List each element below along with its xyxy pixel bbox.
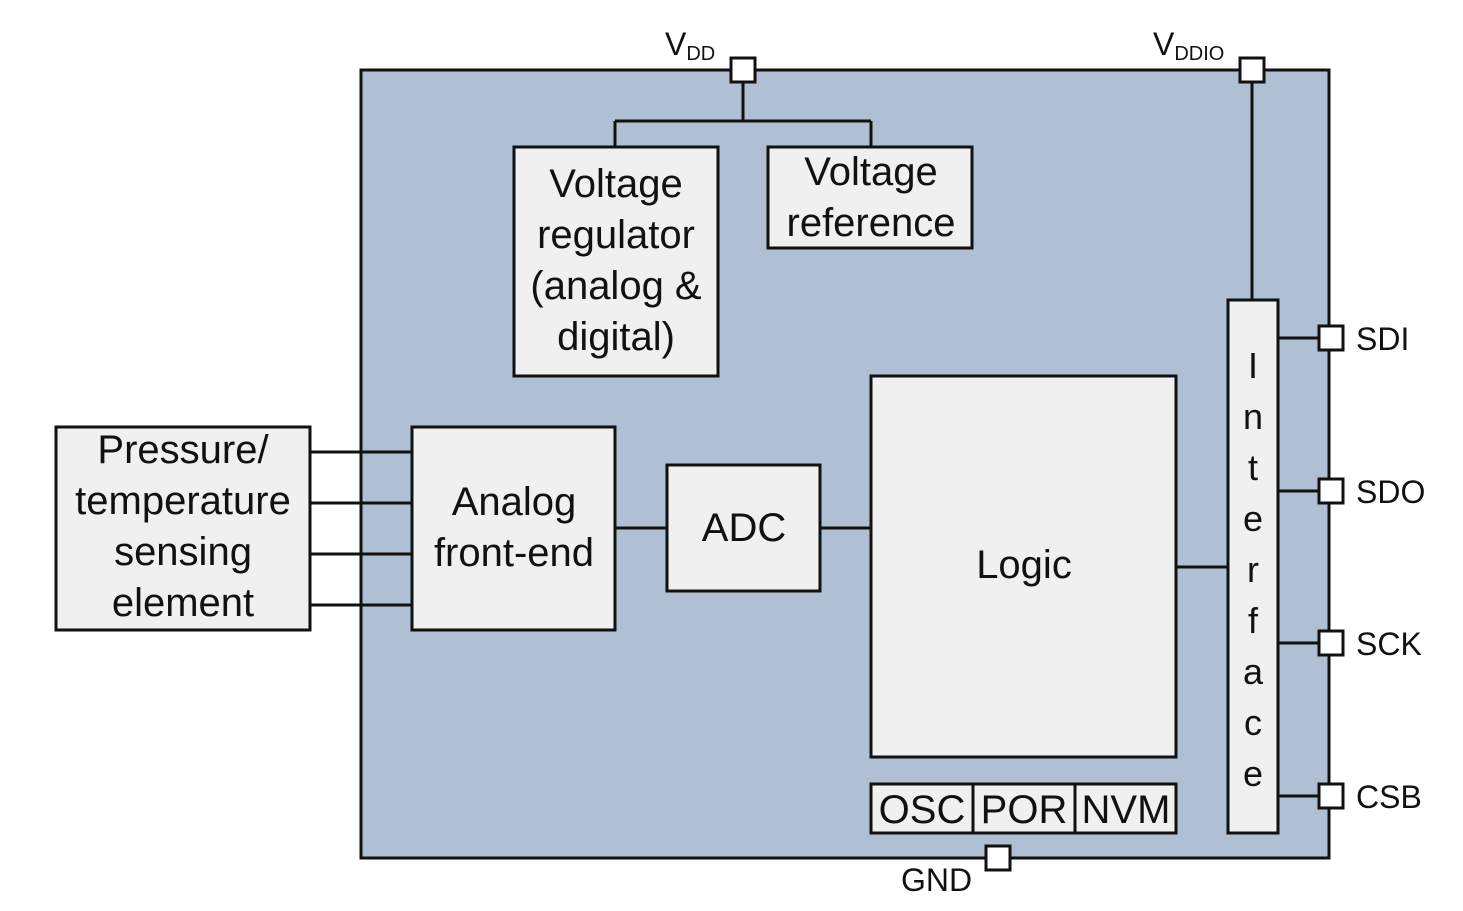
logic-block: Logic — [869, 374, 1178, 759]
interface-letter-7: a — [1243, 651, 1264, 692]
sdo-pin: SDO — [1317, 474, 1425, 510]
osc-block: OSC — [869, 782, 975, 835]
interface-letter-5: r — [1247, 549, 1259, 590]
interface-letter-4: e — [1243, 498, 1263, 539]
vdd-pin: VDD — [665, 26, 757, 84]
sdi-pin: SDI — [1317, 321, 1409, 357]
sensing-element-line-3: sensing — [114, 530, 252, 574]
sensing-element-line-4: element — [112, 581, 254, 625]
voltage-regulator-line-2: regulator — [537, 213, 695, 257]
interface-letter-3: t — [1248, 447, 1258, 488]
csb-label: CSB — [1356, 779, 1422, 815]
svg-text:VDD: VDD — [665, 26, 715, 65]
logic-label: Logic — [976, 543, 1072, 587]
voltage-reference-block: Voltage reference — [766, 145, 974, 250]
voltage-regulator-line-4: digital) — [557, 315, 675, 359]
svg-text:VDDIO: VDDIO — [1153, 26, 1224, 65]
vddio-label-sub: DDIO — [1174, 43, 1224, 65]
interface-letter-9: e — [1243, 753, 1263, 794]
sdo-label: SDO — [1356, 474, 1425, 510]
interface-letter-2: n — [1243, 396, 1263, 437]
sck-label: SCK — [1356, 626, 1422, 662]
wires — [310, 82, 1319, 798]
voltage-reference-line-2: reference — [787, 201, 956, 245]
por-label: POR — [981, 788, 1068, 832]
interface-block: I n t e r f a c e — [1226, 298, 1280, 835]
gnd-label: GND — [901, 862, 972, 898]
voltage-regulator-line-3: (analog & — [530, 264, 702, 308]
voltage-reference-line-1: Voltage — [804, 150, 937, 194]
analog-front-end-block: Analog front-end — [410, 425, 617, 632]
nvm-block: NVM — [1073, 782, 1178, 835]
sensing-element-block: Pressure/ temperature sensing element — [54, 425, 312, 632]
analog-front-end-line-1: Analog — [452, 480, 577, 524]
voltage-regulator-line-1: Voltage — [549, 162, 682, 206]
adc-block: ADC — [665, 463, 822, 593]
por-block: POR — [971, 782, 1077, 835]
vdd-label-main: V — [665, 26, 687, 62]
vddio-label-main: V — [1153, 26, 1175, 62]
sensing-element-line-2: temperature — [75, 479, 291, 523]
sensing-element-line-1: Pressure/ — [97, 428, 269, 472]
csb-pin: CSB — [1317, 779, 1422, 815]
interface-letter-1: I — [1248, 345, 1258, 386]
osc-label: OSC — [879, 788, 966, 832]
vddio-pin: VDDIO — [1153, 26, 1266, 84]
sck-pin: SCK — [1317, 626, 1422, 662]
gnd-pin: GND — [901, 844, 1012, 898]
interface-letter-8: c — [1244, 702, 1262, 743]
vdd-label-sub: DD — [686, 43, 715, 65]
sdi-label: SDI — [1356, 321, 1409, 357]
voltage-regulator-block: Voltage regulator (analog & digital) — [512, 145, 720, 378]
analog-front-end-line-2: front-end — [434, 531, 594, 575]
interface-letter-6: f — [1248, 600, 1259, 641]
adc-label: ADC — [702, 506, 786, 550]
nvm-label: NVM — [1082, 788, 1171, 832]
